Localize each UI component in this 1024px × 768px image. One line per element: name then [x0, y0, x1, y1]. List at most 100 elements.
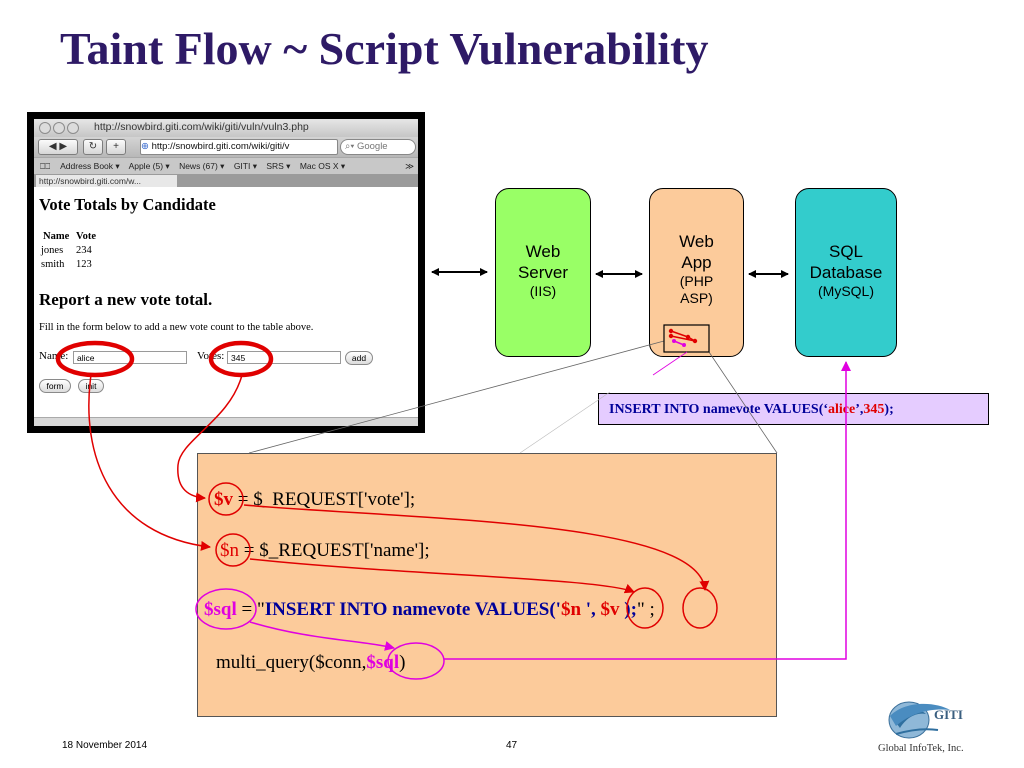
slide-title: Taint Flow ~ Script Vulnerability: [60, 23, 709, 74]
table-cell: jones: [41, 245, 64, 256]
add-button[interactable]: add: [345, 351, 373, 365]
name-taint-arrow: [88, 374, 211, 551]
web-server-label-2: Server: [517, 263, 569, 282]
var-n: $n: [220, 540, 239, 561]
votes-field[interactable]: 345: [227, 351, 341, 364]
var-v: $v: [214, 489, 233, 510]
code-sql-eq: = ": [236, 599, 265, 620]
table-header-vote: Vote: [76, 231, 97, 242]
zoom-guide-line: [248, 340, 665, 454]
back-forward-button[interactable]: ◀ ▶: [38, 139, 78, 155]
browser-tab[interactable]: http://snowbird.giti.com/w...: [36, 175, 177, 187]
bookmark-srs[interactable]: SRS ▾: [266, 161, 291, 171]
v-to-sql-arrow: [243, 504, 710, 591]
browser-statusbar: [34, 417, 418, 426]
url-bar[interactable]: ⊕ http://snowbird.giti.com/wiki/giti/v: [140, 139, 338, 155]
code-query-close: ): [399, 652, 406, 673]
var-sql: $sql: [204, 599, 237, 620]
votes-field-highlight: [208, 340, 274, 378]
sql-n-circle: [626, 587, 664, 629]
search-placeholder: Google: [356, 141, 388, 152]
close-window-icon[interactable]: [39, 122, 51, 134]
sql-database-label-2: Database: [809, 263, 883, 282]
add-bookmark-icon[interactable]: +: [106, 139, 126, 155]
report-heading: Report a new vote total.: [39, 290, 213, 309]
name-field-highlight: [55, 340, 135, 378]
giti-logo: GITI: [888, 701, 963, 739]
sql-statement-name: alice: [828, 402, 856, 417]
sql-statement-suffix: );: [884, 402, 894, 417]
table-cell: 123: [76, 259, 92, 270]
zoom-guide-line: [519, 391, 611, 454]
footer-date: 18 November 2014: [62, 740, 148, 751]
search-icon: ⌕▾: [345, 141, 355, 152]
sql-statement-box: INSERT INTO namevote VALUES(‘alice’,345)…: [598, 393, 989, 425]
query-sql-circle: [387, 642, 445, 680]
web-app-sub-2: ASP): [680, 290, 713, 306]
logo-text: GITI: [934, 707, 963, 722]
bookmark-mac-os-x[interactable]: Mac OS X ▾: [299, 161, 346, 171]
search-input[interactable]: ⌕▾ Google: [340, 139, 416, 155]
bookmark-apple[interactable]: Apple (5) ▾: [128, 161, 170, 171]
taint-graph-icon: [668, 328, 698, 347]
company-name: Global InfoTek, Inc.: [878, 743, 964, 754]
form-instructions: Fill in the form below to add a new vote…: [39, 322, 314, 333]
code-query-arg: $sql: [366, 652, 400, 673]
sql-v-circle: [682, 587, 718, 629]
sql-database-sub: (MySQL): [818, 283, 874, 299]
minimize-window-icon[interactable]: [53, 122, 65, 134]
web-app-sub-1: (PHP: [679, 273, 714, 289]
browser-window: http://snowbird.giti.com/wiki/giti/vuln/…: [34, 119, 418, 426]
browser-screenshot: http://snowbird.giti.com/wiki/giti/vuln/…: [27, 112, 425, 433]
code-sql-end: " ;: [636, 599, 655, 620]
code-line-vote: $v = $_REQUEST['vote'];: [214, 488, 415, 512]
code-line-name: $n = $_REQUEST['name'];: [220, 539, 430, 563]
code-line-vote-rest: = $_REQUEST['vote'];: [233, 489, 416, 510]
web-server-label-1: Web: [525, 242, 561, 261]
bookmark-giti[interactable]: GITI ▾: [233, 161, 257, 171]
zoom-guide-line: [708, 351, 778, 454]
bookmarks-bar: ⎕⎕ Address Book ▾ Apple (5) ▾ News (67) …: [34, 157, 418, 175]
table-cell: 234: [76, 245, 92, 256]
code-sql-open: (': [549, 599, 561, 620]
code-sql-keyword: INSERT INTO namevote VALUES: [264, 599, 550, 620]
page-heading: Vote Totals by Candidate: [39, 195, 216, 214]
code-sql-sep: ',: [581, 599, 601, 620]
web-app-label-1: Web: [679, 232, 714, 251]
code-sql-n: $n: [560, 599, 582, 620]
globe-icon: ⊕: [141, 141, 149, 152]
code-line-name-rest: = $_REQUEST['name'];: [239, 540, 430, 561]
bookmark-address-book[interactable]: Address Book ▾: [60, 161, 120, 171]
sql-statement-middle: ’,: [855, 402, 864, 417]
code-line-query: multi_query($conn,$sql): [216, 651, 405, 675]
bookmarks-overflow-icon[interactable]: ≫: [405, 161, 414, 171]
sql-to-query-arrow: [249, 621, 395, 651]
url-text: http://snowbird.giti.com/wiki/giti/v: [151, 141, 290, 152]
code-query-call: multi_query($conn,: [216, 652, 367, 673]
sql-database-label-1: SQL: [828, 242, 864, 261]
web-page: Vote Totals by Candidate Name Vote jones…: [34, 187, 418, 417]
web-app-label-2: App: [681, 253, 712, 272]
query-to-db-arrow: [444, 361, 851, 660]
book-icon[interactable]: ⎕⎕: [40, 161, 51, 171]
tab-bar: http://snowbird.giti.com/w...: [34, 174, 418, 187]
var-sql-circle: [195, 588, 257, 630]
app-to-statement-line: [652, 351, 688, 376]
browser-titlebar: http://snowbird.giti.com/wiki/giti/vuln/…: [34, 119, 418, 137]
footer-page-number: 47: [506, 740, 518, 751]
form-button[interactable]: form: [39, 379, 71, 393]
zoom-window-icon[interactable]: [67, 122, 79, 134]
reload-icon[interactable]: ↻: [83, 139, 103, 155]
n-to-sql-arrow: [249, 558, 635, 594]
sql-statement-prefix: INSERT INTO namevote VALUES(‘: [609, 402, 829, 417]
var-v-circle: [208, 482, 244, 516]
table-cell: smith: [41, 259, 65, 270]
sql-statement-vote: 345: [863, 402, 885, 417]
browser-window-title: http://snowbird.giti.com/wiki/giti/vuln/…: [94, 121, 309, 133]
sql-database-box: SQL Database (MySQL): [795, 188, 897, 357]
var-n-circle: [215, 533, 251, 567]
vote-taint-arrow: [177, 374, 243, 503]
code-sql-v: $v: [600, 599, 620, 620]
bookmark-news[interactable]: News (67) ▾: [179, 161, 225, 171]
